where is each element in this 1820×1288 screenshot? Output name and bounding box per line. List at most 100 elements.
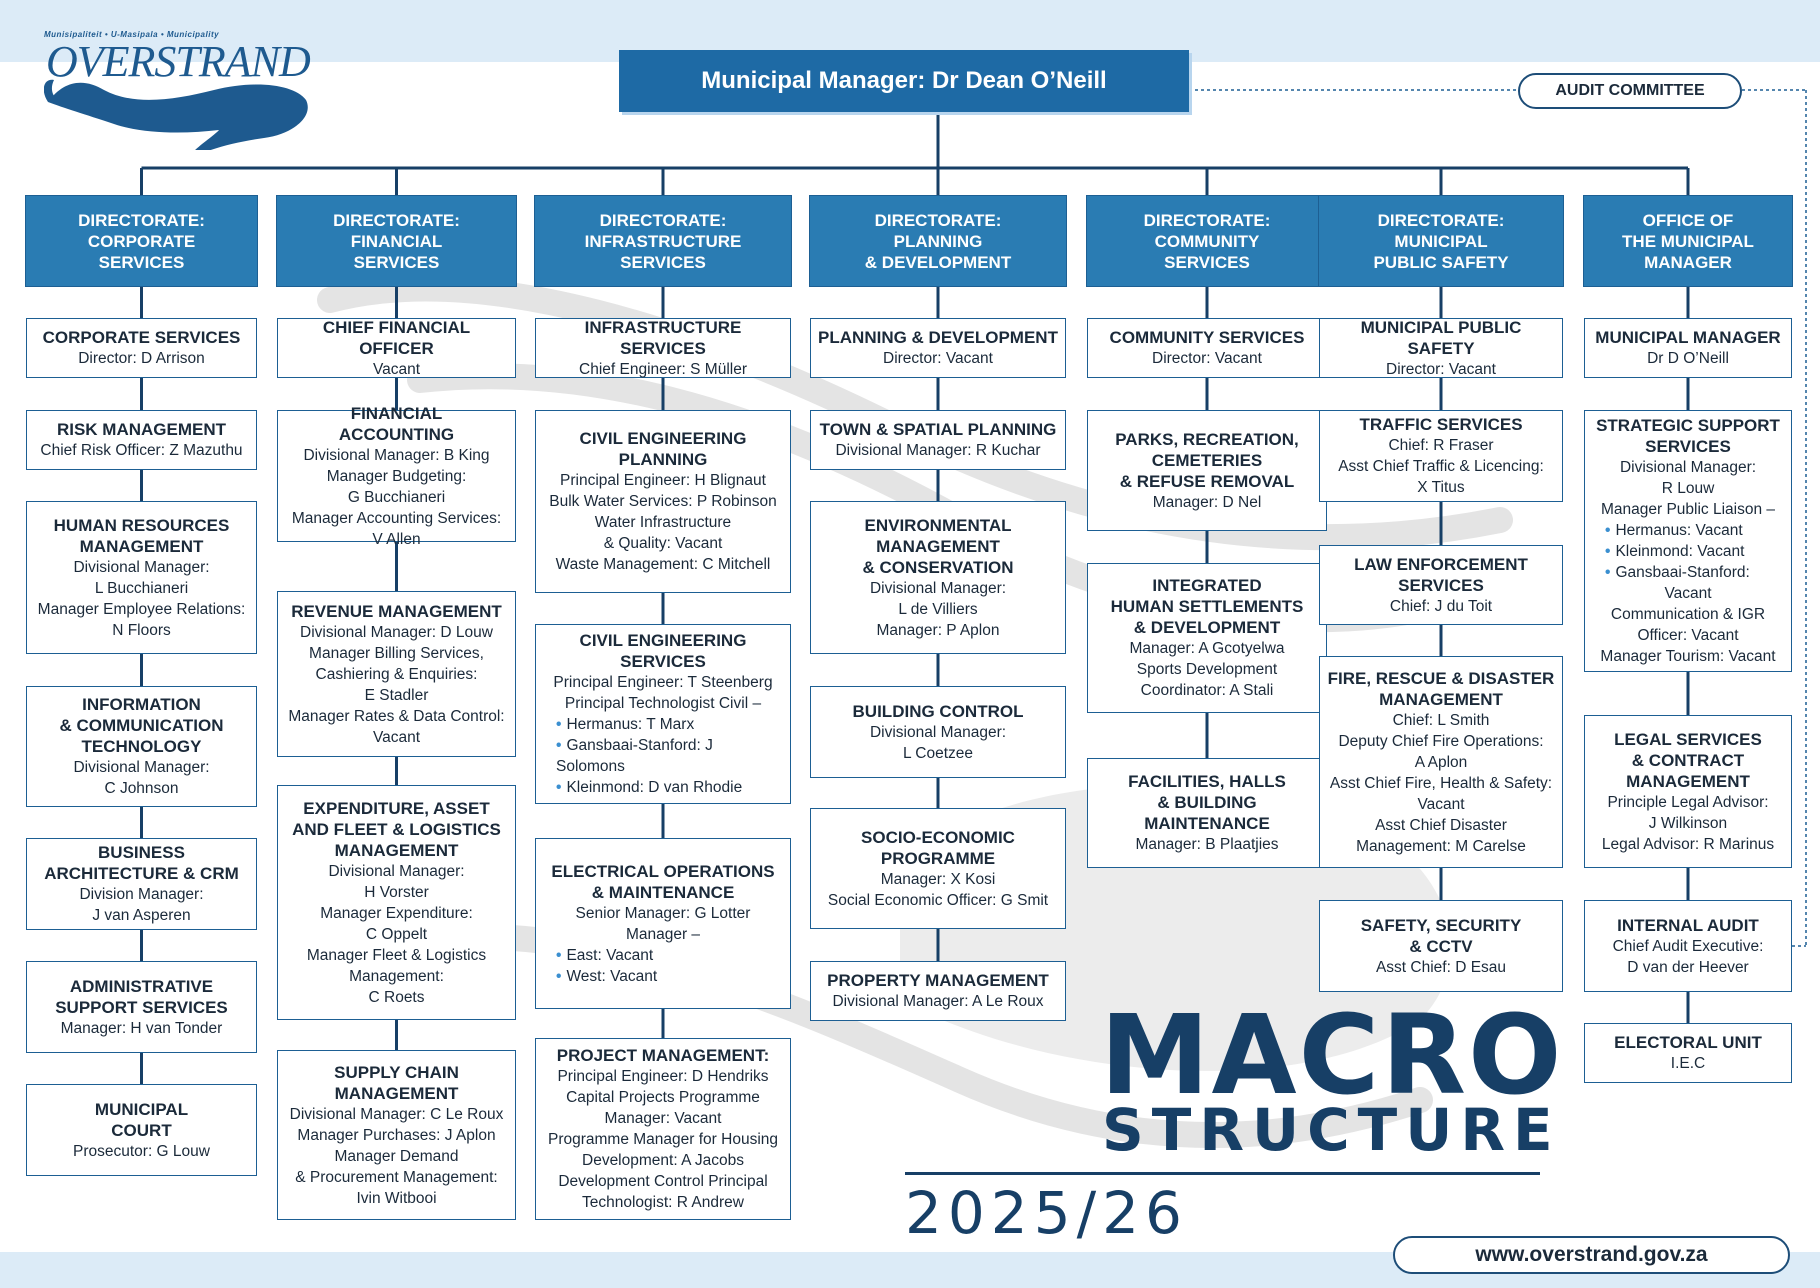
directorate-header-line: SERVICES: [353, 252, 440, 272]
unit-title: REVENUE MANAGEMENT: [291, 601, 502, 621]
directorate-header-text: DIRECTORATE:PLANNING& DEVELOPMENT: [865, 210, 1011, 273]
directorate-header-line: MANAGER: [1644, 252, 1732, 272]
unit-title: MANAGEMENT: [334, 1083, 459, 1103]
audit-committee-pill: AUDIT COMMITTEE: [1518, 73, 1742, 109]
unit-detail: Management:: [349, 967, 444, 985]
unit-detail: Manager Budgeting:: [326, 467, 467, 485]
unit-detail: L de Villiers: [898, 600, 978, 618]
unit-detail: Director: Vacant: [883, 350, 993, 367]
bullet-icon: •: [556, 967, 562, 985]
unit-title: ENVIRONMENTAL: [864, 515, 1012, 535]
unit-bullet: •Gansbaai-Stanford: J Solomons: [542, 735, 784, 777]
unit-title: SERVICES: [620, 652, 706, 671]
unit-detail: Development Control Principal: [558, 1173, 768, 1190]
unit-detail: Director: Vacant: [1152, 350, 1262, 367]
unit-bullet-text: Gansbaai-Stanford:: [1615, 564, 1750, 581]
unit-title: PLANNING & DEVELOPMENT: [818, 328, 1058, 347]
unit-detail: Manager: Vacant: [604, 1110, 722, 1127]
unit-detail: E Stadler: [364, 686, 429, 704]
unit-detail: L Bucchianeri: [94, 579, 189, 597]
unit-title: TOWN & SPATIAL PLANNING: [819, 420, 1057, 439]
unit-title: COURT: [111, 1120, 172, 1140]
unit-title: CHIEF FINANCIAL OFFICER: [322, 317, 471, 358]
unit-bullet: •Gansbaai-Stanford:: [1591, 562, 1785, 583]
unit-detail: Director: Vacant: [1386, 360, 1496, 378]
logo-wordmark: OVERSTRAND: [46, 37, 311, 86]
directorate-header-line: DIRECTORATE:: [1143, 210, 1271, 230]
unit-detail: Sports Development: [1136, 661, 1278, 678]
unit-title: & DEVELOPMENT: [1133, 618, 1281, 637]
logo-tagline: Munisipaliteit • U-Masipala • Municipali…: [44, 30, 220, 39]
directorate-header-line: PLANNING: [893, 231, 983, 251]
unit-bullet: •Kleinmond: D van Rhodie: [542, 777, 784, 798]
unit-title: MUNICIPAL MANAGER: [1595, 328, 1781, 347]
unit-detail: Chief Risk Officer: Z Mazuthu: [40, 442, 243, 459]
org-unit-box: MUNICIPAL MANAGER Dr D O’Neill: [1584, 318, 1792, 378]
unit-detail: Senior Manager: G Lotter: [575, 904, 751, 922]
directorate-header-line: DIRECTORATE:: [78, 210, 205, 230]
unit-title: HUMAN SETTLEMENTS: [1110, 597, 1304, 616]
unit-detail: Manager Expenditure:: [320, 904, 473, 922]
org-unit-box: CHIEF FINANCIAL OFFICER Vacant: [277, 318, 516, 378]
unit-detail: Manager Demand: [334, 1147, 459, 1165]
unit-title: CEMETERIES: [1151, 450, 1263, 470]
bullet-icon: •: [556, 716, 562, 733]
unit-detail: Social Economic Officer: G Smit: [827, 891, 1049, 909]
unit-detail: Asst Chief Disaster: [1375, 816, 1507, 834]
unit-title: & BUILDING: [1157, 793, 1257, 812]
unit-detail: I.E.C: [1670, 1055, 1706, 1072]
unit-detail: L Coetzee: [902, 744, 974, 762]
unit-detail: Technologist: R Andrew: [582, 1194, 744, 1211]
unit-detail: J Wilkinson: [1648, 814, 1728, 832]
unit-title: CIVIL ENGINEERING: [579, 429, 747, 448]
unit-detail: Programme Manager for Housing: [547, 1131, 779, 1148]
unit-title: ELECTORAL UNIT: [1614, 1033, 1762, 1052]
unit-detail: Bulk Water Services: P Robinson: [549, 493, 777, 510]
directorate-header-line: DIRECTORATE:: [1377, 210, 1505, 230]
unit-title: MANAGEMENT: [79, 536, 204, 556]
municipal-manager-box: Municipal Manager: Dr Dean O’Neill: [619, 50, 1189, 112]
unit-detail: C Roets: [368, 988, 425, 1006]
unit-detail: Divisional Manager:: [869, 723, 1007, 741]
website-link[interactable]: www.overstrand.gov.za: [1393, 1236, 1790, 1274]
unit-bullet-text: East: Vacant: [566, 946, 654, 964]
unit-title: HUMAN RESOURCES: [53, 515, 230, 535]
unit-detail: Vacant: [372, 360, 421, 378]
unit-detail: Dr D O’Neill: [1647, 350, 1729, 367]
unit-title: CIVIL ENGINEERING: [579, 631, 747, 650]
unit-title: & CCTV: [1409, 936, 1473, 956]
unit-detail: Divisional Manager: R Kuchar: [835, 442, 1041, 459]
unit-title: SOCIO-ECONOMIC: [861, 827, 1015, 847]
unit-title: FACILITIES, HALLS: [1128, 772, 1286, 791]
unit-detail: Chief: L Smith: [1392, 711, 1490, 729]
unit-bullet-text: Kleinmond: Vacant: [1615, 543, 1745, 560]
unit-detail: C Oppelt: [365, 925, 428, 943]
unit-title: PROPERTY MANAGEMENT: [827, 971, 1049, 990]
unit-bullet: •Hermanus: Vacant: [1591, 520, 1785, 541]
unit-bullet: •West: Vacant: [542, 966, 784, 987]
unit-title: MANAGEMENT: [1379, 689, 1503, 709]
unit-detail: Manager: P Aplon: [876, 621, 1000, 639]
unit-detail: Asst Chief Fire, Health & Safety:: [1329, 774, 1553, 792]
unit-title: INFORMATION: [82, 695, 201, 714]
